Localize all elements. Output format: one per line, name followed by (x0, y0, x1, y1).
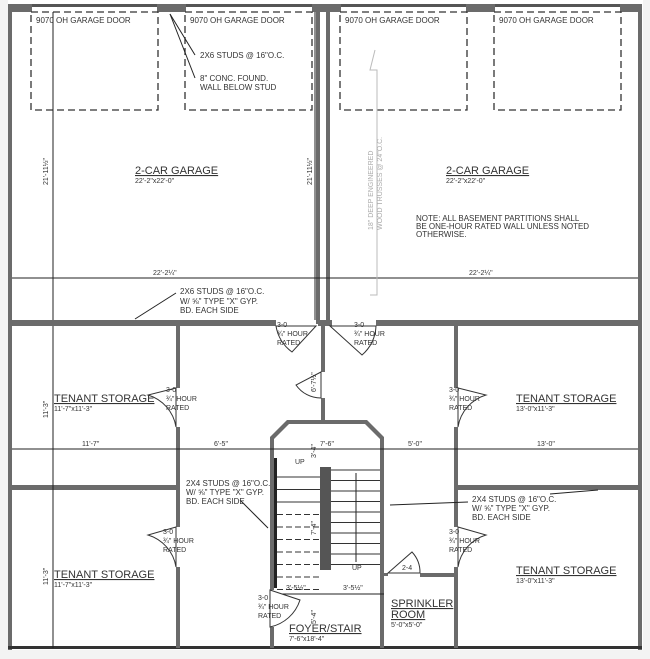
svg-text:7'-6": 7'-6" (320, 441, 334, 448)
garage-door-outlines (30, 11, 622, 111)
note-foundation: WALL BELOW STUD (200, 83, 277, 92)
note-foundation: 8" CONC. FOUND. (200, 74, 268, 83)
room-size: 7'-6"x18'-4" (289, 636, 325, 643)
garage-door-label: 9070 OH GARAGE DOOR (345, 16, 440, 25)
svg-text:3-0: 3-0 (449, 387, 459, 394)
note-partition: W/ ⅝" TYPE "X" GYP. (186, 488, 264, 497)
leader-lines (134, 13, 599, 529)
note-studs: 2X6 STUDS @ 16"O.C. (200, 51, 284, 60)
stair-up-label: UP (352, 565, 362, 572)
general-note: OTHERWISE. (416, 230, 467, 239)
room-size: 22'-2"x22'-0" (135, 178, 175, 185)
svg-text:RATED: RATED (449, 547, 472, 554)
dimension-lines (12, 12, 638, 648)
svg-text:¾" HOUR: ¾" HOUR (258, 604, 289, 611)
note-partition: 2X4 STUDS @ 16"O.C. (472, 495, 556, 504)
garage-door-label: 9070 OH GARAGE DOOR (190, 16, 285, 25)
door-labels: 3-0 ¾" HOUR RATED 3-0 ¾" HOUR RATED 3-0 ¾" HO… (163, 322, 480, 620)
truss-annotation: 18" DEEP ENGINEERED WOOD TRUSSES @ 24"O.… (368, 49, 384, 296)
room-size: 11'-7"x11'-3" (54, 582, 93, 589)
room-storage: TENANT STORAGE (516, 565, 616, 577)
svg-text:21'-11½": 21'-11½" (306, 157, 314, 185)
garage-door-label: 9070 OH GARAGE DOOR (36, 16, 131, 25)
doors (146, 325, 488, 628)
svg-text:3'-5½": 3'-5½" (286, 584, 306, 592)
stair-up-label: UP (295, 459, 305, 466)
svg-text:3'-5½": 3'-5½" (343, 584, 363, 592)
svg-text:¾" HOUR: ¾" HOUR (354, 331, 385, 338)
svg-text:¾" HOUR: ¾" HOUR (449, 538, 480, 545)
room-garage-left: 2-CAR GARAGE (135, 165, 218, 177)
svg-text:22'-2¼": 22'-2¼" (153, 270, 177, 277)
svg-text:WOOD TRUSSES @ 24"O.C.: WOOD TRUSSES @ 24"O.C. (377, 137, 384, 230)
room-foyer: FOYER/STAIR (289, 623, 362, 635)
room-garage-right: 2-CAR GARAGE (446, 165, 529, 177)
svg-text:5'-0": 5'-0" (408, 441, 422, 448)
room-sprinkler: SPRINKLER (391, 598, 453, 610)
room-size: 13'-0"x11'-3" (516, 406, 555, 413)
room-size: 5'-0"x5'-0" (391, 622, 423, 629)
walls (8, 4, 642, 650)
svg-text:3-0: 3-0 (449, 529, 459, 536)
svg-text:11'-3": 11'-3" (43, 400, 50, 418)
note-partition: W/ ⅝" TYPE "X" GYP. (472, 504, 550, 513)
svg-text:RATED: RATED (166, 405, 189, 412)
svg-text:RATED: RATED (449, 405, 472, 412)
note-partition: BD. EACH SIDE (180, 306, 239, 315)
svg-text:RATED: RATED (258, 613, 281, 620)
room-storage: TENANT STORAGE (54, 569, 154, 581)
exterior-bottom (0, 650, 650, 659)
svg-text:7'-4": 7'-4" (311, 521, 318, 535)
exterior-right (643, 0, 650, 659)
svg-text:6'-7½": 6'-7½" (310, 372, 318, 392)
svg-text:6'-5": 6'-5" (214, 441, 228, 448)
svg-text:3-0: 3-0 (258, 595, 268, 602)
svg-text:3-0: 3-0 (354, 322, 364, 329)
garage-door-label: 9070 OH GARAGE DOOR (499, 16, 594, 25)
svg-text:¾" HOUR: ¾" HOUR (166, 396, 197, 403)
note-partition: BD. EACH SIDE (186, 497, 245, 506)
room-storage: TENANT STORAGE (54, 393, 154, 405)
svg-text:RATED: RATED (163, 547, 186, 554)
svg-text:21'-11½": 21'-11½" (42, 157, 50, 185)
svg-text:3'-4": 3'-4" (311, 444, 318, 458)
svg-text:5'-4": 5'-4" (311, 610, 318, 624)
svg-text:RATED: RATED (354, 340, 377, 347)
svg-text:RATED: RATED (277, 340, 300, 347)
svg-text:¾" HOUR: ¾" HOUR (163, 538, 194, 545)
svg-text:2-4: 2-4 (402, 565, 412, 572)
note-partition: 2X6 STUDS @ 16"O.C. (180, 287, 264, 296)
svg-text:¾" HOUR: ¾" HOUR (277, 331, 308, 338)
svg-text:11'-3": 11'-3" (43, 567, 50, 585)
room-size: 22'-2"x22'-0" (446, 178, 486, 185)
general-note: NOTE: ALL BASEMENT PARTITIONS SHALL (416, 214, 580, 223)
svg-text:3-0: 3-0 (277, 322, 287, 329)
note-partition: BD. EACH SIDE (472, 513, 531, 522)
room-storage: TENANT STORAGE (516, 393, 616, 405)
note-partition: 2X4 STUDS @ 16"O.C. (186, 479, 270, 488)
svg-text:3-0: 3-0 (163, 529, 173, 536)
svg-text:¾" HOUR: ¾" HOUR (449, 396, 480, 403)
svg-text:11'-7": 11'-7" (82, 441, 100, 448)
room-size: 13'-0"x11'-3" (516, 578, 555, 585)
room-sprinkler: ROOM (391, 609, 425, 621)
svg-text:13'-0": 13'-0" (537, 441, 555, 448)
room-size: 11'-7"x11'-3" (54, 406, 93, 413)
svg-text:3-0: 3-0 (166, 387, 176, 394)
dimension-labels: 21'-11½" 21'-11½" 22'-2¼" 22'-2¼" 11'-7"… (42, 157, 555, 624)
exterior-left (0, 0, 8, 659)
svg-text:18" DEEP ENGINEERED: 18" DEEP ENGINEERED (368, 151, 375, 230)
note-partition: W/ ⅝" TYPE "X" GYP. (180, 297, 258, 306)
svg-text:22'-2¼": 22'-2¼" (469, 270, 493, 277)
general-note: BE ONE-HOUR RATED WALL UNLESS NOTED (416, 222, 589, 231)
